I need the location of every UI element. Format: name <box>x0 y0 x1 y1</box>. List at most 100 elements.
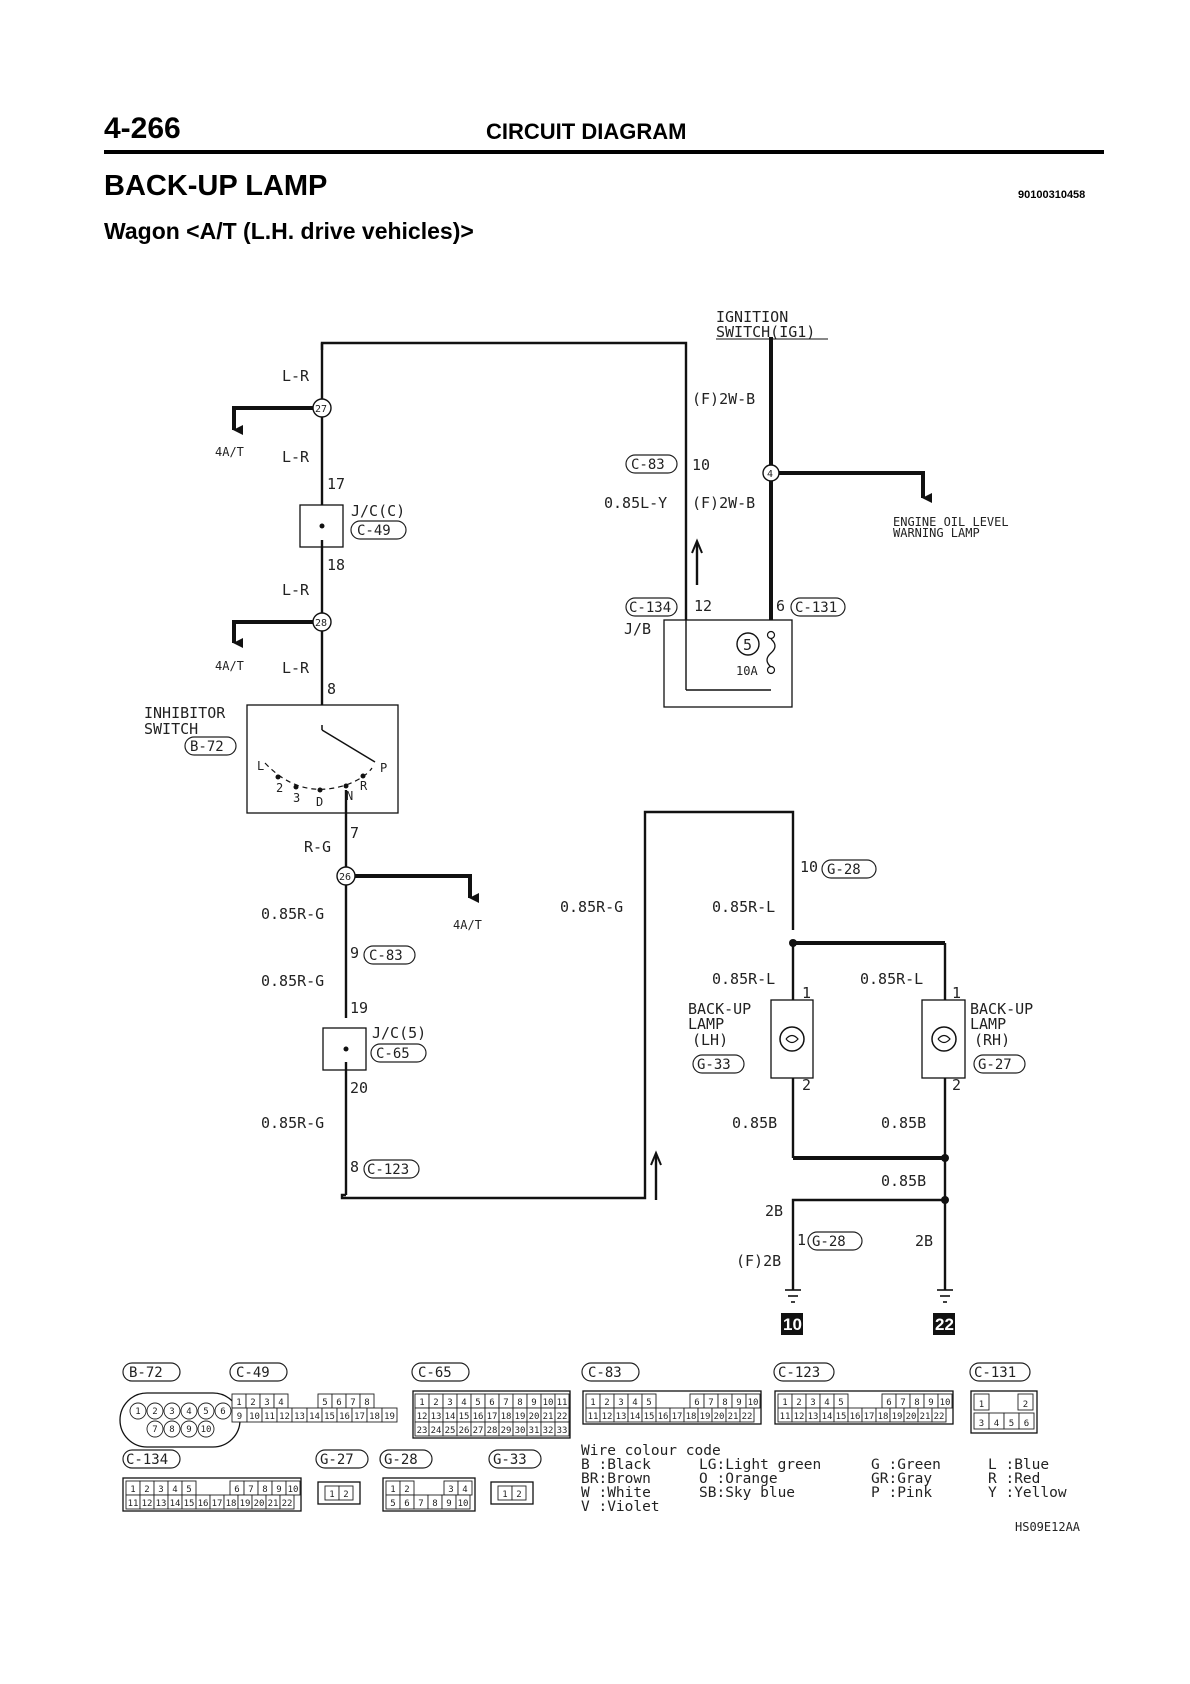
c134-pins-pin-label: 3 <box>158 1485 163 1495</box>
svg-text:GR:Gray: GR:Gray <box>871 1471 932 1487</box>
b72-pin <box>197 1402 215 1420</box>
c65-pins-pin-label: 26 <box>459 1426 470 1436</box>
c65-pins-pin-label: 25 <box>445 1426 456 1436</box>
c65-pins-pin-label: 32 <box>543 1426 554 1436</box>
g28-pins-pin-label: 1 <box>390 1485 395 1495</box>
svg-text:BACK-UP: BACK-UP <box>688 1000 751 1018</box>
svg-text:G-28: G-28 <box>812 1234 846 1250</box>
c83-pins-pin-label: 22 <box>742 1412 753 1422</box>
svg-text:8: 8 <box>350 1158 359 1176</box>
pin-labels: 17 18 8 7 9 19 20 8 10 12 6 10 1 2 1 2 1 <box>327 456 961 1249</box>
g28-pins-pin-label: 6 <box>404 1499 409 1509</box>
svg-text:J/C(C): J/C(C) <box>351 502 405 520</box>
svg-text:10: 10 <box>692 456 710 474</box>
junction-block: J/B 5 10A <box>624 619 793 708</box>
ground-22: 22 <box>933 1289 955 1335</box>
section-title: CIRCUIT DIAGRAM <box>486 119 687 144</box>
svg-text:22: 22 <box>935 1315 954 1334</box>
svg-text:G-27: G-27 <box>320 1452 354 1468</box>
svg-text:B :Black: B :Black <box>581 1457 651 1473</box>
svg-text:10: 10 <box>783 1315 802 1334</box>
g28-pins-pin-label: 4 <box>462 1485 467 1495</box>
b72-pin <box>146 1402 164 1420</box>
c83-pins-pin-label: 10 <box>748 1398 759 1408</box>
c83-pins-pin-label: 7 <box>708 1398 713 1408</box>
c49-pins-pin-label: 11 <box>264 1412 275 1422</box>
svg-text:C-123: C-123 <box>778 1365 820 1381</box>
c49-pins-pin <box>381 1407 398 1423</box>
c65-pins-pin-label: 13 <box>431 1412 442 1422</box>
svg-text:G-33: G-33 <box>493 1452 527 1468</box>
svg-text:0.85R-G: 0.85R-G <box>261 1114 324 1132</box>
svg-text:2B: 2B <box>765 1202 783 1220</box>
g28-pins-pin-label: 2 <box>404 1485 409 1495</box>
svg-text:2: 2 <box>802 1076 811 1094</box>
c65-pins-pin-label: 27 <box>473 1426 484 1436</box>
header-rule <box>104 150 1104 154</box>
c49-pins-pin-label: 6 <box>336 1398 341 1408</box>
svg-text:6: 6 <box>776 597 785 615</box>
c123-pins-pin-label: 8 <box>914 1398 919 1408</box>
svg-text:L-R: L-R <box>282 448 310 466</box>
c134-pins-pin-label: 9 <box>276 1485 281 1495</box>
svg-text:1: 1 <box>797 1231 806 1249</box>
g27-pins-pin-label: 2 <box>343 1490 348 1500</box>
c65-pins-pin-label: 16 <box>473 1412 484 1422</box>
svg-text:IGNITION: IGNITION <box>716 308 788 326</box>
document-code: 90100310458 <box>1018 189 1086 201</box>
c134-pins-pin-label: 1 <box>130 1485 135 1495</box>
svg-text:O :Orange: O :Orange <box>699 1471 778 1487</box>
b72-pin <box>180 1420 198 1438</box>
c123-pins-pin-label: 19 <box>892 1412 903 1422</box>
svg-text:4A/T: 4A/T <box>215 445 244 459</box>
ground-10: 10 <box>781 1289 803 1335</box>
c49-pins-pin-label: 2 <box>250 1398 255 1408</box>
c65-pins-pin-label: 28 <box>487 1426 498 1436</box>
svg-text:G :Green: G :Green <box>871 1457 941 1473</box>
svg-text:R: R <box>360 779 368 793</box>
b72-pin-label: 6 <box>220 1407 225 1417</box>
g33-pins-pin-label: 1 <box>502 1490 507 1500</box>
svg-text:1: 1 <box>952 984 961 1002</box>
b72-pin-label: 9 <box>186 1425 191 1435</box>
c131-pins-pin <box>1018 1412 1035 1430</box>
c49-pins-pin-label: 18 <box>369 1412 380 1422</box>
c49-pins-pin-label: 5 <box>322 1398 327 1408</box>
svg-text:P :Pink: P :Pink <box>871 1485 932 1501</box>
svg-text:(F)2W-B: (F)2W-B <box>692 390 755 408</box>
pill-g28-a: G-28 <box>821 859 877 879</box>
page-number: 4-266 <box>104 112 181 145</box>
connector-pills: C-49 B-72 C-83 C-134 C-131 C-83 C-65 C-1… <box>184 454 1026 1251</box>
svg-text:1: 1 <box>802 984 811 1002</box>
c123-pins-pin-label: 17 <box>864 1412 875 1422</box>
c83-pins-pin-label: 11 <box>588 1412 599 1422</box>
junction-connector-5: J/C(5) <box>322 1024 426 1071</box>
svg-text:R-G: R-G <box>304 838 331 856</box>
c134-pins-pin <box>279 1494 295 1510</box>
c65-pins-housing <box>412 1390 571 1439</box>
c123-pins-pin-label: 2 <box>796 1398 801 1408</box>
c65-pins-pin-label: 9 <box>531 1398 536 1408</box>
pill-c123: C-123 <box>363 1159 420 1179</box>
svg-text:C-131: C-131 <box>795 600 837 616</box>
c134-pins-pin-label: 17 <box>212 1499 223 1509</box>
c123-pins-pin-label: 4 <box>824 1398 829 1408</box>
c65-pins-pin-label: 7 <box>503 1398 508 1408</box>
c65-pins-pin-label: 29 <box>501 1426 512 1436</box>
svg-text:0.85R-L: 0.85R-L <box>712 970 775 988</box>
c83-pins-housing <box>582 1390 762 1425</box>
svg-text:10A: 10A <box>736 664 758 678</box>
c134-pins-pin-label: 14 <box>170 1499 181 1509</box>
b72-pin <box>129 1402 147 1420</box>
c65-pins-pin-label: 23 <box>417 1426 428 1436</box>
c65-pins-pin-label: 2 <box>433 1398 438 1408</box>
b72-pin <box>180 1402 198 1420</box>
c65-pins-pin-label: 30 <box>515 1426 526 1436</box>
svg-text:18: 18 <box>327 556 345 574</box>
svg-text:WARNING LAMP: WARNING LAMP <box>893 526 980 540</box>
